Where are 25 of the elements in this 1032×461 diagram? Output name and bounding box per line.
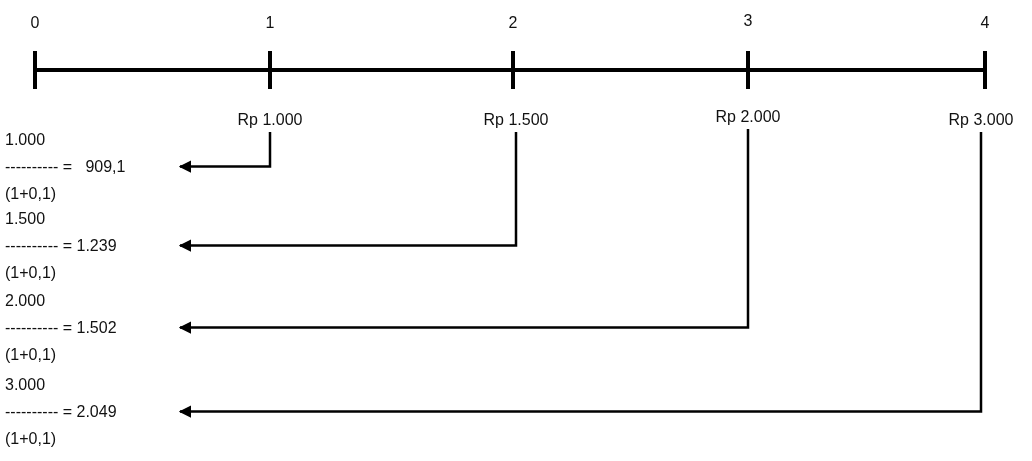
- present-value-formula-line: 1.500: [5, 209, 47, 229]
- present-value-formula-line: ---------- = 1.502: [5, 318, 118, 338]
- present-value-formula-line: 1.000: [5, 130, 47, 150]
- present-value-formula-line: (1+0,1): [5, 263, 58, 283]
- cash-flow-amount: Rp 2.000: [714, 107, 782, 127]
- present-value-formula-line: (1+0,1): [5, 184, 58, 204]
- period-number: 1: [264, 13, 276, 33]
- arrow: [178, 132, 983, 418]
- present-value-formula-line: ---------- = 909,1: [5, 157, 127, 177]
- present-value-formula-line: (1+0,1): [5, 429, 58, 449]
- period-number: 4: [979, 13, 991, 33]
- arrow: [178, 129, 750, 334]
- arrow: [178, 132, 272, 173]
- period-number: 2: [507, 13, 519, 33]
- present-value-formula-line: 3.000: [5, 375, 47, 395]
- present-value-formula-line: ---------- = 1.239: [5, 236, 118, 256]
- cash-flow-amount: Rp 3.000: [947, 110, 1015, 130]
- present-value-formula-line: 2.000: [5, 291, 47, 311]
- period-number: 0: [29, 13, 41, 33]
- cash-flow-amount: Rp 1.000: [236, 110, 304, 130]
- cash-flow-amount: Rp 1.500: [482, 110, 550, 130]
- present-value-formula-line: ---------- = 2.049: [5, 402, 118, 422]
- arrow: [178, 132, 518, 252]
- period-number: 3: [742, 11, 754, 31]
- present-value-formula-line: (1+0,1): [5, 345, 58, 365]
